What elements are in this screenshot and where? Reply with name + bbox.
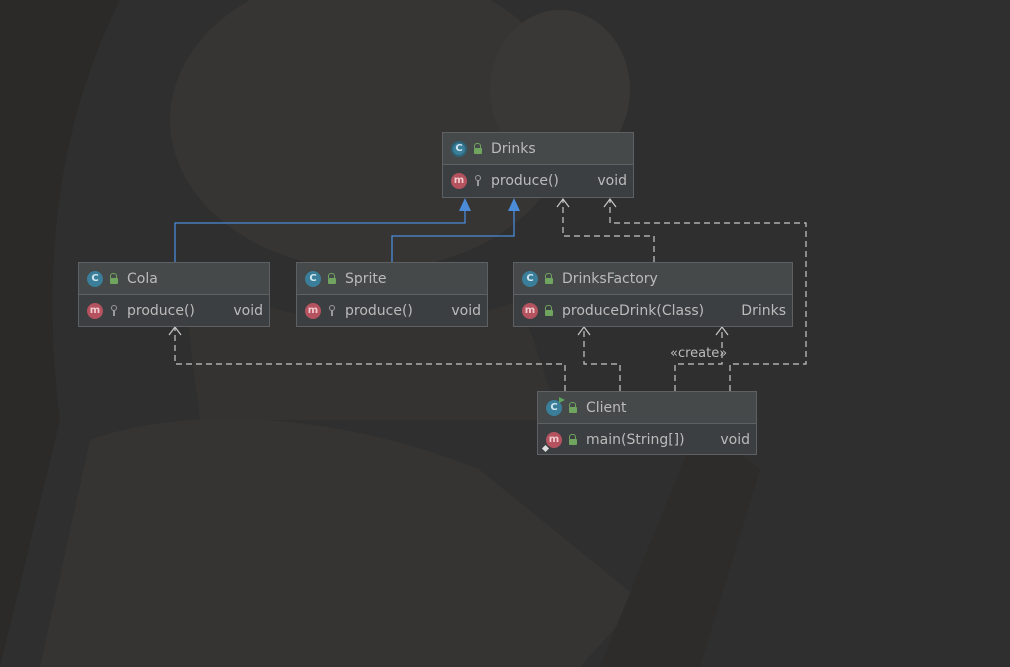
package-visibility-icon [473,175,483,186]
open-arrowhead [168,326,182,336]
class-header: C DrinksFactory [514,263,792,295]
dependency-factory-drinks [562,199,655,262]
package-visibility-icon [109,305,119,316]
method-icon: m [522,302,538,319]
class-name: Drinks [491,140,536,157]
public-visibility-icon [544,305,554,316]
class-name: Client [586,399,627,416]
class-node-cola[interactable]: C Cola m produce() void [78,262,270,327]
class-node-sprite[interactable]: C Sprite m produce() void [296,262,488,327]
static-method-icon: m [546,431,562,448]
open-arrowhead [556,198,570,208]
abstract-class-icon: C [451,140,467,157]
method-return-type: void [720,431,750,448]
public-visibility-icon [109,273,119,284]
dependency-client-cola [174,327,566,391]
class-icon: C [87,270,103,287]
method-row[interactable]: m produceDrink(Class) Drinks [514,295,792,326]
inheritance-arrowhead [459,198,471,211]
class-header: C Client [538,392,756,424]
method-row[interactable]: m produce() void [443,165,633,196]
method-return-type: void [451,302,481,319]
class-icon: C [305,270,321,287]
method-return-type: Drinks [741,302,786,319]
class-name: Cola [127,270,158,287]
class-name: Sprite [345,270,387,287]
method-name: produceDrink(Class) [562,302,705,319]
method-name: main(String[]) [586,431,685,448]
public-visibility-icon [544,273,554,284]
class-header: C Cola [79,263,269,295]
runnable-class-icon: C [546,396,565,416]
class-node-client[interactable]: C Client m main(String[]) void [537,391,757,455]
method-icon: m [451,172,467,189]
class-header: C Sprite [297,263,487,295]
open-arrowhead [603,198,617,208]
method-return-type: void [597,172,627,189]
method-icon: m [305,302,321,319]
method-name: produce() [127,302,195,319]
public-visibility-icon [327,273,337,284]
create-stereotype-label: «create» [670,346,728,361]
method-row[interactable]: m produce() void [297,295,487,326]
dependency-client-factory [583,327,621,391]
class-node-drinks-factory[interactable]: C DrinksFactory m produceDrink(Class) Dr… [513,262,793,327]
create-client-factory [674,327,723,391]
open-arrowhead [715,326,729,336]
method-row[interactable]: m main(String[]) void [538,424,756,455]
method-name: produce() [345,302,413,319]
inheritance-arrowhead [508,198,520,211]
class-header: C Drinks [443,133,633,165]
public-visibility-icon [568,434,578,445]
public-visibility-icon [473,143,483,154]
class-icon: C [522,270,538,287]
inheritance-cola-drinks [174,211,466,262]
class-name: DrinksFactory [562,270,658,287]
class-node-drinks[interactable]: C Drinks m produce() void [442,132,634,198]
method-icon: m [87,302,103,319]
method-name: produce() [491,172,559,189]
public-visibility-icon [568,402,578,413]
method-return-type: void [233,302,263,319]
method-row[interactable]: m produce() void [79,295,269,326]
dependency-client-drinks [609,199,807,391]
package-visibility-icon [327,305,337,316]
inheritance-sprite-drinks [391,211,515,262]
open-arrowhead [577,326,591,336]
